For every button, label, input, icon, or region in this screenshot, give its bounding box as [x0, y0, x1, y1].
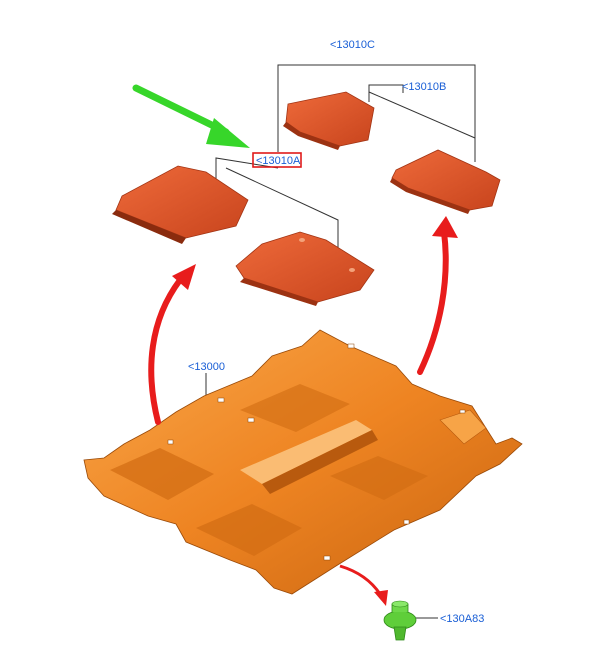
red-pointer-arrow-clip [339, 564, 388, 606]
floor-covering [83, 329, 523, 595]
red-flow-arrow-left [148, 264, 196, 425]
front-mat-right [235, 231, 375, 306]
clip-fastener-icon [383, 600, 417, 641]
label-13000: <13000 [188, 361, 225, 373]
label-13010c: <13010C [330, 39, 375, 51]
rear-mat-left [283, 91, 375, 150]
label-13010b: <13010B [402, 81, 446, 93]
green-pointer-arrow [132, 84, 250, 148]
label-highlight-box [252, 152, 302, 168]
red-flow-arrow-right [417, 216, 458, 375]
rear-mat-right [390, 149, 501, 214]
label-130a83: <130A83 [440, 613, 484, 625]
front-mat-left [112, 165, 249, 244]
label-13010a: <13010A [256, 155, 301, 167]
leader-lines [205, 64, 476, 619]
